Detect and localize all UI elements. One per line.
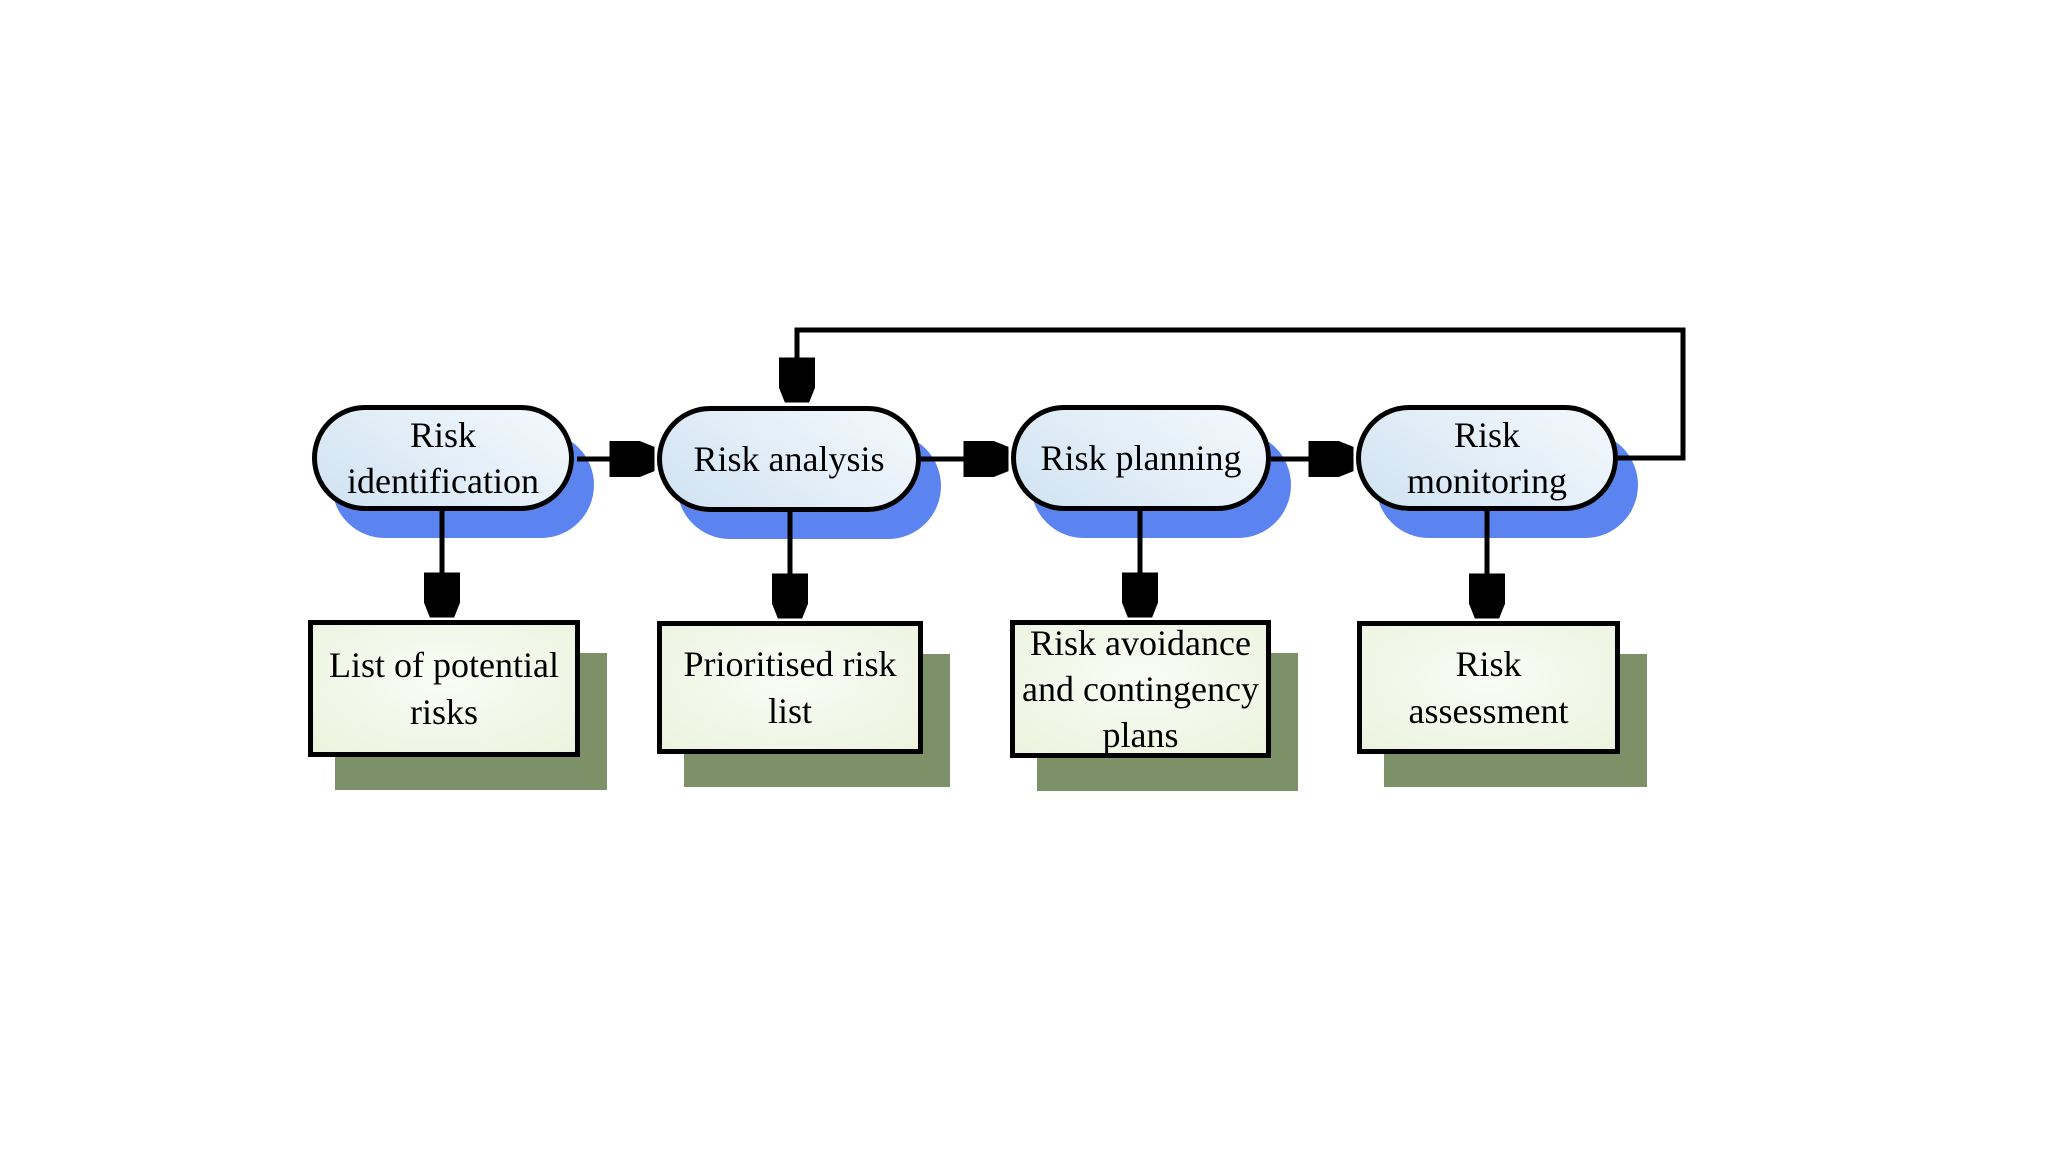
stage-pill-label: Risk planning [1040, 437, 1242, 478]
output-box-label: List of potential risks [329, 645, 559, 732]
output-box-prioritised-risk-list: Prioritised risk list [657, 621, 923, 754]
output-box-label: Prioritised risk list [683, 644, 897, 731]
stage-pill-risk-planning: Risk planning [1011, 405, 1271, 511]
stage-pill-label: Risk analysis [693, 438, 885, 479]
stage-pill-risk-analysis: Risk analysis [657, 406, 921, 512]
stage-pill-risk-monitoring: Risk monitoring [1356, 405, 1618, 511]
output-box-label: Risk assessment [1408, 644, 1569, 731]
output-box-list-of-potential-risks: List of potential risks [308, 620, 580, 757]
stage-pill-risk-identification: Risk identification [312, 405, 574, 511]
output-box-risk-assessment: Risk assessment [1357, 621, 1620, 754]
stage-pill-label: Risk identification [347, 414, 539, 501]
stage-pill-label: Risk monitoring [1407, 414, 1567, 501]
output-box-risk-avoidance-contingency-plans: Risk avoidance and contingency plans [1010, 620, 1271, 758]
output-box-label: Risk avoidance and contingency plans [1022, 622, 1259, 756]
